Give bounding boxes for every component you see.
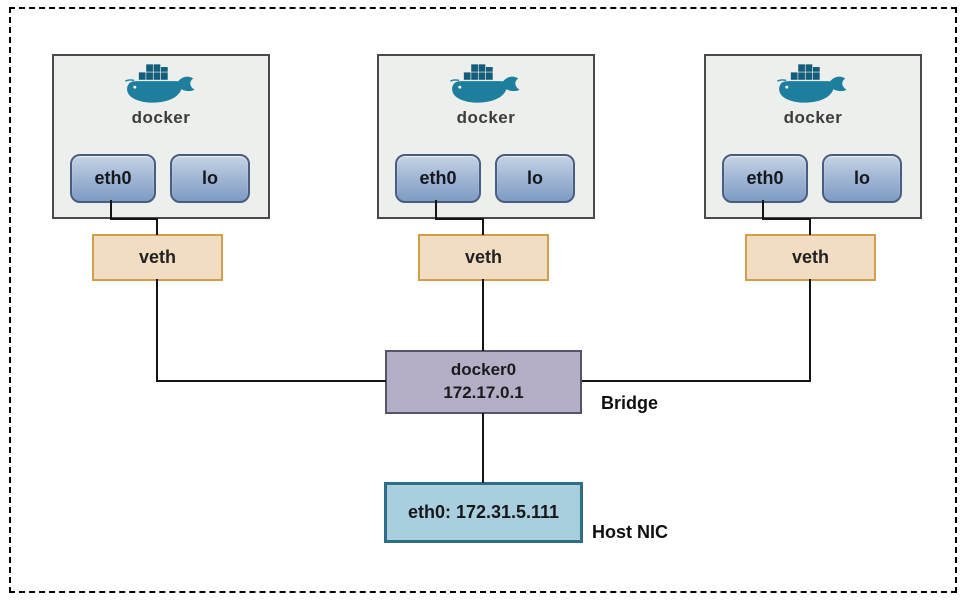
- veth-3: veth: [745, 234, 876, 281]
- docker0-bridge-box: docker0 172.17.0.1: [385, 350, 582, 414]
- connector-veth3-to-bridge: [582, 380, 811, 382]
- docker-logo-label: docker: [131, 108, 191, 127]
- docker-logo-1: docker: [54, 63, 268, 128]
- connector-veth2-to-bridge: [482, 279, 484, 351]
- docker-whale-icon: [450, 64, 520, 103]
- container1-lo-interface: lo: [170, 154, 250, 203]
- container2-eth0-interface: eth0: [395, 154, 481, 203]
- connector-veth1-to-bridge: [156, 380, 386, 382]
- docker-logo-label: docker: [783, 108, 843, 127]
- bridge-name: docker0: [450, 360, 517, 380]
- bridge-ip: 172.17.0.1: [443, 383, 524, 402]
- connector-c3-to-veth: [809, 218, 811, 235]
- dashed-boundary: [9, 7, 957, 593]
- veth-1: veth: [92, 234, 223, 281]
- connector-veth3-down: [809, 279, 811, 382]
- connector-bridge-to-host: [482, 413, 484, 483]
- host-nic-box: eth0: 172.31.5.111: [384, 482, 583, 543]
- docker-whale-icon: [125, 64, 195, 103]
- connector-c3-eth0-down: [762, 200, 764, 220]
- container3-lo-interface: lo: [822, 154, 902, 203]
- docker-logo-2: docker: [379, 63, 593, 128]
- container3-eth0-interface: eth0: [722, 154, 808, 203]
- connector-c2-eth0-down: [435, 200, 437, 220]
- docker-logo-label: docker: [456, 108, 516, 127]
- connector-c1-to-veth: [156, 218, 158, 235]
- host-nic-annotation: Host NIC: [592, 522, 668, 542]
- docker-container-1: docker eth0 lo: [52, 54, 270, 219]
- connector-c2-elbow: [435, 218, 484, 220]
- bridge-annotation: Bridge: [601, 393, 659, 413]
- connector-c3-elbow: [762, 218, 811, 220]
- docker-container-2: docker eth0 lo: [377, 54, 595, 219]
- veth-2: veth: [418, 234, 549, 281]
- connector-c2-to-veth: [482, 218, 484, 235]
- connector-c1-elbow: [110, 218, 158, 220]
- connector-c1-eth0-down: [110, 200, 112, 220]
- docker-whale-icon: [777, 64, 847, 103]
- container2-lo-interface: lo: [495, 154, 575, 203]
- docker-container-3: docker eth0 lo: [704, 54, 922, 219]
- docker-logo-3: docker: [706, 63, 920, 128]
- connector-veth1-down: [156, 279, 158, 382]
- container1-eth0-interface: eth0: [70, 154, 156, 203]
